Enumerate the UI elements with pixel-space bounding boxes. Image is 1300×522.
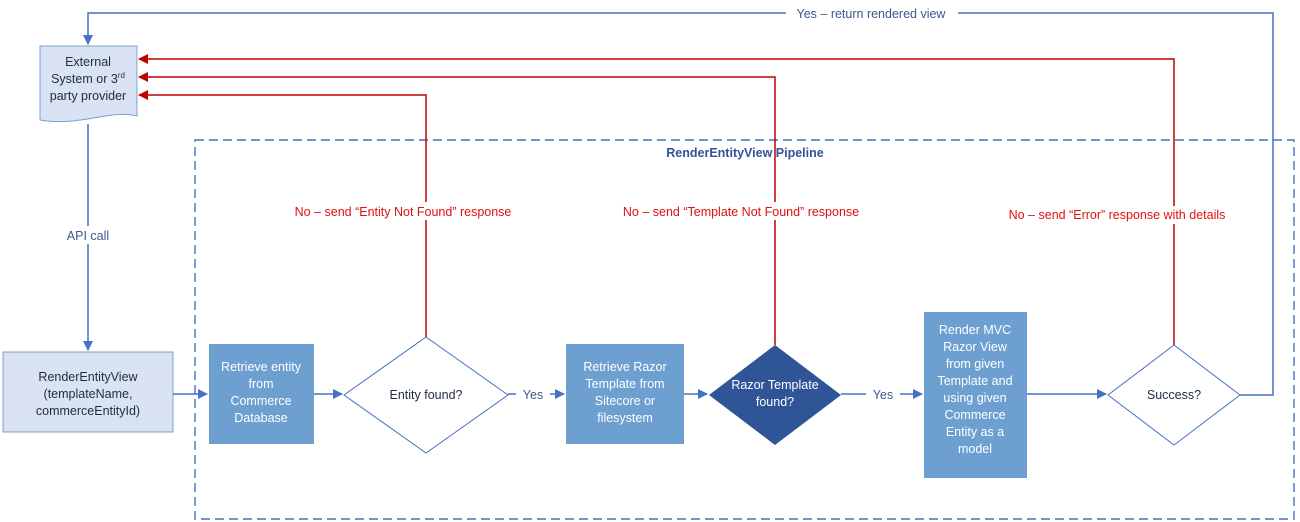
rev-line1: RenderEntityView <box>38 370 138 384</box>
rm-line2: Razor View <box>943 340 1008 354</box>
retrieve-entity-node: Retrieve entity from Commerce Database <box>209 344 314 444</box>
pipeline-title: RenderEntityView Pipeline <box>666 146 824 160</box>
error-label: No – send “Error” response with details <box>1009 208 1226 222</box>
render-mvc-node: Render MVC Razor View from given Templat… <box>924 312 1027 478</box>
rev-line3: commerceEntityId) <box>36 404 140 418</box>
re-line2: from <box>249 377 274 391</box>
external-system-node: External System or 3rd party provider <box>39 45 138 123</box>
connector-error <box>138 54 1175 345</box>
connector-success-return <box>83 12 1274 396</box>
rev-line2: (templateName, <box>44 387 133 401</box>
pipeline-boundary <box>194 139 1295 520</box>
re-line1: Retrieve entity <box>221 360 302 374</box>
yes-label-1: Yes <box>523 388 543 402</box>
template-found-decision: Razor Template found? <box>709 345 841 445</box>
retrieve-template-node: Retrieve Razor Template from Sitecore or… <box>566 344 684 444</box>
rt-line2: Template from <box>585 377 664 391</box>
connector-entity-not-found <box>138 90 427 337</box>
entity-found-label: Entity found? <box>390 388 463 402</box>
external-line3: party provider <box>50 89 126 103</box>
rm-line7: Entity as a <box>946 425 1004 439</box>
api-call-label: API call <box>67 229 109 243</box>
rm-line6: Commerce <box>944 408 1005 422</box>
tf-line1: Razor Template <box>731 378 818 392</box>
rm-line3: from given <box>946 357 1004 371</box>
tf-line2: found? <box>756 395 794 409</box>
rt-line3: Sitecore or <box>595 394 655 408</box>
re-line3: Commerce <box>230 394 291 408</box>
success-decision: Success? <box>1107 344 1241 446</box>
external-line2: System or 3rd <box>51 71 125 86</box>
rm-line4: Template and <box>937 374 1012 388</box>
template-not-found-label: No – send “Template Not Found” response <box>623 205 859 219</box>
rt-line4: filesystem <box>597 411 653 425</box>
connector-template-not-found <box>138 72 776 345</box>
rm-line8: model <box>958 442 992 456</box>
external-line1: External <box>65 55 111 69</box>
yes-label-2: Yes <box>873 388 893 402</box>
rm-line1: Render MVC <box>939 323 1011 337</box>
rt-line1: Retrieve Razor <box>583 360 666 374</box>
re-line4: Database <box>234 411 288 425</box>
rm-line5: using given <box>943 391 1006 405</box>
entity-not-found-label: No – send “Entity Not Found” response <box>295 205 512 219</box>
return-view-label: Yes – return rendered view <box>797 7 947 21</box>
entity-found-decision: Entity found? <box>343 336 509 454</box>
success-label: Success? <box>1147 388 1201 402</box>
render-entity-view-node: RenderEntityView (templateName, commerce… <box>2 351 174 433</box>
